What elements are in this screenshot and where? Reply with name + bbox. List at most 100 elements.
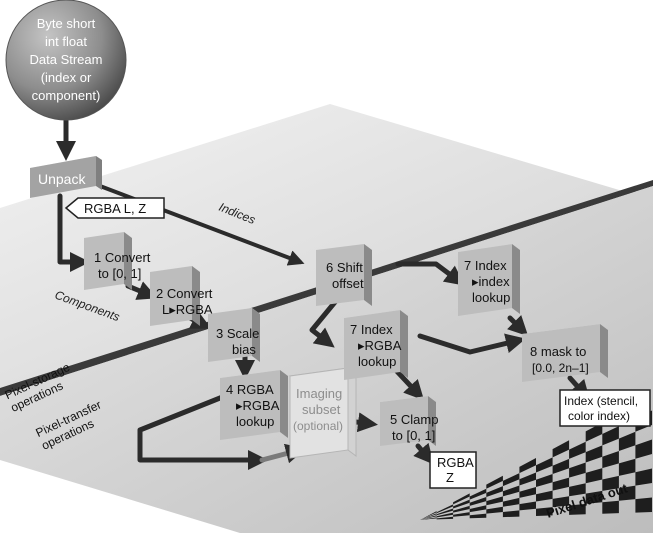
- step-4-line-2: ▸RGBA: [236, 398, 280, 413]
- step-7a-line-1: 7 Index: [350, 322, 393, 337]
- rgba-lz-tag: RGBA L, Z: [64, 197, 165, 219]
- fan-cell: [502, 485, 520, 497]
- fan-cell: [602, 451, 619, 469]
- step-4-line-1: 4 RGBA: [226, 382, 274, 397]
- rgba-z-line-2: Z: [446, 470, 454, 485]
- fan-cell: [486, 496, 503, 506]
- rgba-z-output: RGBA Z: [429, 451, 477, 489]
- fan-cell: [618, 458, 636, 476]
- step-7b-line-2: ▸index: [472, 274, 510, 289]
- source-line-2: int float: [45, 34, 87, 49]
- step-8-line-1: 8 mask to: [530, 344, 586, 359]
- fan-cell: [420, 517, 437, 520]
- index-output-line-2: color index): [568, 409, 630, 423]
- fan-cell: [519, 501, 536, 511]
- fan-cell: [552, 477, 570, 491]
- unpack-box: Unpack: [30, 156, 102, 198]
- step-6-shift-box: 6 Shift offset: [316, 244, 372, 306]
- unpack-label: Unpack: [38, 171, 86, 187]
- fan-cell: [618, 431, 636, 451]
- fan-cell: [436, 512, 454, 518]
- fan-cell: [569, 503, 586, 515]
- step-1-line-2: to [0, 1]: [98, 266, 141, 281]
- arrow-6-to-7a: [309, 293, 343, 348]
- fan-cell: [635, 439, 652, 459]
- fan-cell: [602, 500, 619, 514]
- step-3-scale-box: 3 Scale bias: [208, 308, 260, 362]
- step-6-line-2: offset: [332, 276, 364, 291]
- step-6-line-1: 6 Shift: [326, 260, 363, 275]
- arrow-7a-to-8: [417, 333, 526, 355]
- imaging-line-2: subset: [302, 402, 341, 417]
- fan-cell: [552, 458, 570, 474]
- step-7-index-index-box: 7 Index ▸index lookup: [458, 244, 520, 316]
- fan-cell: [486, 475, 503, 489]
- step-1-line-1: 1 Convert: [94, 250, 151, 265]
- fan-cell: [436, 508, 454, 516]
- rgba-z-line-1: RGBA: [437, 455, 474, 470]
- source-line-4: (index or: [41, 70, 92, 85]
- fan-cell: [453, 493, 470, 505]
- index-output-line-1: Index (stencil,: [564, 394, 638, 408]
- step-1-convert-box: 1 Convert to [0, 1]: [84, 232, 151, 290]
- fan-cell: [569, 483, 586, 497]
- imaging-subset-box: Imaging subset (optional): [288, 367, 358, 459]
- step-5-clamp-box: 5 Clamp to [0, 1]: [380, 396, 438, 446]
- fan-cell: [569, 441, 586, 459]
- fan-cell: [536, 490, 553, 502]
- fan-cell: [618, 485, 636, 501]
- index-output: Index (stencil, color index): [559, 389, 651, 427]
- step-7a-line-3: lookup: [358, 354, 396, 369]
- fan-cell: [635, 497, 652, 513]
- step-4-line-3: lookup: [236, 414, 274, 429]
- fan-cell: [552, 496, 570, 508]
- fan-cell: [519, 472, 536, 486]
- data-stream-source: Byte short int float Data Stream (index …: [5, 0, 127, 121]
- step-3-line-2: bias: [232, 342, 256, 357]
- fan-cell: [502, 473, 520, 487]
- fan-cell: [453, 505, 470, 513]
- fan-cell: [602, 475, 619, 491]
- source-sphere: [5, 0, 127, 121]
- step-5-line-2: to [0, 1]: [392, 428, 435, 443]
- fan-cell: [420, 511, 437, 520]
- fan-cell: [536, 457, 553, 473]
- imaging-line-1: Imaging: [296, 386, 342, 401]
- fan-cell: [436, 516, 454, 520]
- arrow-4-loop: [137, 393, 268, 470]
- step-3-line-1: 3 Scale: [216, 326, 259, 341]
- fan-cell: [486, 506, 503, 514]
- fan-cell: [585, 445, 603, 463]
- source-line-3: Data Stream: [30, 52, 103, 67]
- fan-cell: [552, 440, 570, 458]
- fan-cell: [585, 468, 603, 484]
- fan-cell: [469, 513, 487, 519]
- step-7b-line-3: lookup: [472, 290, 510, 305]
- step-8-line-2: [0.0, 2n–1]: [532, 361, 589, 375]
- fan-cell: [635, 468, 652, 486]
- fan-cell: [569, 462, 586, 478]
- rgba-lz-label: RGBA L, Z: [84, 201, 146, 216]
- source-line-5: component): [32, 88, 101, 103]
- step-2-convert-box: 2 Convert L▸RGBA: [150, 266, 213, 326]
- step-8-mask-box: 8 mask to [0.0, 2n–1]: [522, 324, 608, 382]
- fan-cell: [469, 505, 487, 513]
- fan-cell: [502, 510, 520, 518]
- fan-cell: [469, 497, 487, 506]
- imaging-line-3: (optional): [293, 419, 343, 433]
- step-4-rgba-lookup-box: 4 RGBA ▸RGBA lookup: [220, 370, 288, 440]
- fan-cell: [420, 515, 437, 520]
- arrow-unpack-down: [57, 193, 90, 272]
- source-line-1: Byte short: [37, 16, 96, 31]
- step-7-index-rgba-box: 7 Index ▸RGBA lookup: [344, 310, 408, 380]
- fan-cell: [519, 487, 536, 498]
- fan-cell: [602, 426, 619, 446]
- fan-cell: [585, 422, 603, 442]
- arrow-5-to-out: [413, 442, 434, 465]
- step-2-line-2: L▸RGBA: [162, 302, 213, 317]
- step-2-line-1: 2 Convert: [156, 286, 213, 301]
- fan-cell: [519, 458, 536, 474]
- arrow-7b-to-8: [507, 315, 529, 337]
- fan-cell: [420, 513, 437, 520]
